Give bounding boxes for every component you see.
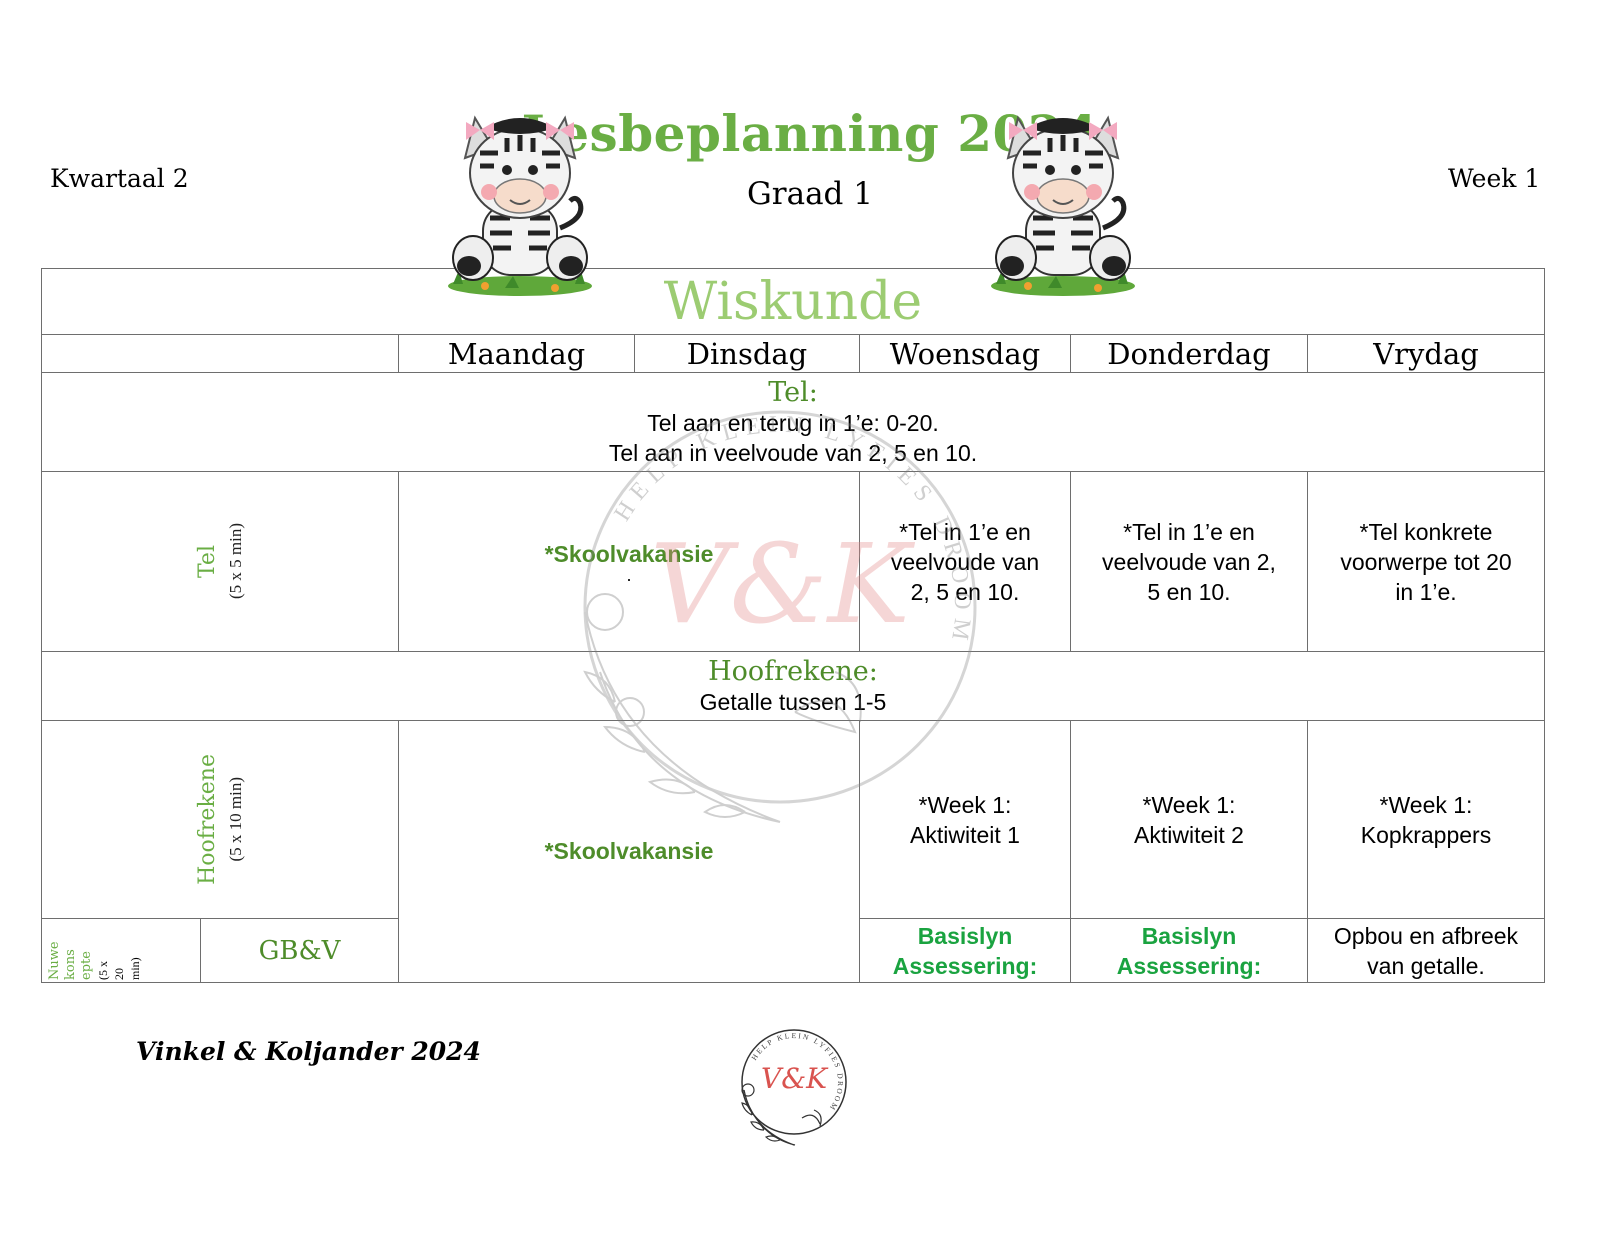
cell-line: *Tel in 1’e en — [899, 518, 1031, 545]
new-concepts-duration: 20 — [112, 968, 126, 980]
cell-line: *Week 1: — [918, 791, 1012, 818]
subject-header-cell: Wiskunde — [41, 268, 1545, 335]
zebra-illustration-right — [991, 115, 1135, 296]
tel-donderdag-cell: *Tel in 1’e en veelvoude van 2, 5 en 10. — [1070, 471, 1308, 652]
new-concepts-label: epte — [79, 951, 94, 980]
cell-line: *Week 1: — [1379, 791, 1473, 818]
hoofrekene-row-label: Hoofrekene — [194, 754, 220, 885]
new-concepts-label: kons — [63, 949, 78, 980]
new-concepts-donderdag-cell: Basislyn Assessering: — [1070, 918, 1308, 983]
subject-title: Wiskunde — [663, 271, 923, 332]
new-concepts-vrydag-cell: Opbou en afbreek van getalle. — [1307, 918, 1545, 983]
holiday-dot: . — [626, 565, 632, 585]
day-label: Maandag — [447, 336, 586, 371]
week-label: Week 1 — [1448, 164, 1541, 193]
new-concepts-label: Nuwe — [47, 941, 62, 980]
grade-label: Graad 1 — [747, 176, 873, 212]
cell-line: Kopkrappers — [1360, 821, 1492, 848]
day-header-dinsdag: Dinsdag — [634, 334, 860, 373]
day-label: Woensdag — [889, 336, 1041, 371]
tel-section-line: Tel aan in veelvoude van 2, 5 en 10. — [608, 439, 978, 466]
assessment-line: Assessering: — [892, 952, 1038, 979]
hoofrekene-section-line: Getalle tussen 1-5 — [699, 688, 887, 715]
hoofrekene-row-label-cell: Hoofrekene (5 x 10 min) — [41, 720, 399, 919]
day-header-donderdag: Donderdag — [1070, 334, 1308, 373]
new-concepts-duration: (5 x — [96, 961, 110, 980]
cell-line: Aktiwiteit 2 — [1134, 821, 1244, 848]
assessment-line: Assessering: — [1116, 952, 1262, 979]
cell-line: in 1’e. — [1395, 578, 1457, 605]
new-concepts-duration: min) — [128, 957, 142, 980]
cell-line: van getalle. — [1367, 952, 1485, 979]
hoofrekene-vrydag-cell: *Week 1: Kopkrappers — [1307, 720, 1545, 919]
cell-line: Opbou en afbreek — [1333, 922, 1519, 949]
day-header-vrydag: Vrydag — [1307, 334, 1545, 373]
footer-logo-monogram: V&K — [761, 1062, 829, 1095]
tel-section-title: Tel: — [768, 376, 818, 408]
day-label: Vrydag — [1373, 336, 1479, 371]
tel-section-line: Tel aan en terug in 1’e: 0-20. — [647, 409, 939, 436]
cell-line: *Tel in 1’e en — [1123, 518, 1255, 545]
tel-row-duration: (5 x 5 min) — [225, 523, 245, 600]
cell-line: veelvoude van — [890, 548, 1040, 575]
zebra-icon — [448, 115, 592, 296]
tel-row-label-cell: Tel (5 x 5 min) — [41, 471, 399, 652]
new-concepts-woensdag-cell: Basislyn Assessering: — [859, 918, 1071, 983]
watermark-logo: HELP KLEIN LYFIES DROOM V&K — [583, 410, 977, 823]
hoofrekene-donderdag-cell: *Week 1: Aktiwiteit 2 — [1070, 720, 1308, 919]
cell-line: *Week 1: — [1142, 791, 1236, 818]
holiday-label: *Skoolvakansie — [544, 838, 714, 864]
cell-line: 2, 5 en 10. — [910, 578, 1020, 605]
new-concepts-topic: GB&V — [258, 935, 341, 966]
day-header-maandag: Maandag — [398, 334, 635, 373]
zebra-illustration-left — [448, 115, 592, 296]
page-title: Lesbeplanning 2024 — [521, 104, 1099, 163]
hoofrekene-row-duration: (5 x 10 min) — [225, 777, 245, 862]
cell-line: voorwerpe tot 20 — [1340, 548, 1512, 575]
footer-credit: Vinkel & Koljander 2024 — [136, 1037, 481, 1066]
hoofrekene-section-title: Hoofrekene: — [708, 655, 878, 687]
cell-line: veelvoude van 2, — [1102, 548, 1276, 575]
watermark-monogram: V&K — [650, 520, 915, 648]
footer-logo: HELP KLEIN LYFIES DROOM V&K — [741, 1029, 847, 1146]
new-concepts-topic-cell: GB&V — [200, 918, 399, 983]
hoofrekene-woensdag-cell: *Week 1: Aktiwiteit 1 — [859, 720, 1071, 919]
cell-line: 5 en 10. — [1147, 578, 1231, 605]
day-label: Donderdag — [1107, 336, 1271, 371]
day-header-corner — [41, 334, 399, 373]
new-concepts-label-cell: Nuwe kons epte (5 x 20 min) — [41, 918, 201, 983]
cell-line: Aktiwiteit 1 — [910, 821, 1020, 848]
quarter-label: Kwartaal 2 — [50, 164, 189, 193]
day-header-woensdag: Woensdag — [859, 334, 1071, 373]
zebra-icon — [991, 115, 1135, 296]
assessment-line: Basislyn — [1141, 922, 1237, 949]
tel-row-label: Tel — [194, 544, 220, 579]
assessment-line: Basislyn — [917, 922, 1013, 949]
tel-vrydag-cell: *Tel konkrete voorwerpe tot 20 in 1’e. — [1307, 471, 1545, 652]
holiday-label: *Skoolvakansie — [544, 541, 714, 567]
day-label: Dinsdag — [686, 336, 808, 371]
cell-line: *Tel konkrete — [1359, 518, 1493, 545]
